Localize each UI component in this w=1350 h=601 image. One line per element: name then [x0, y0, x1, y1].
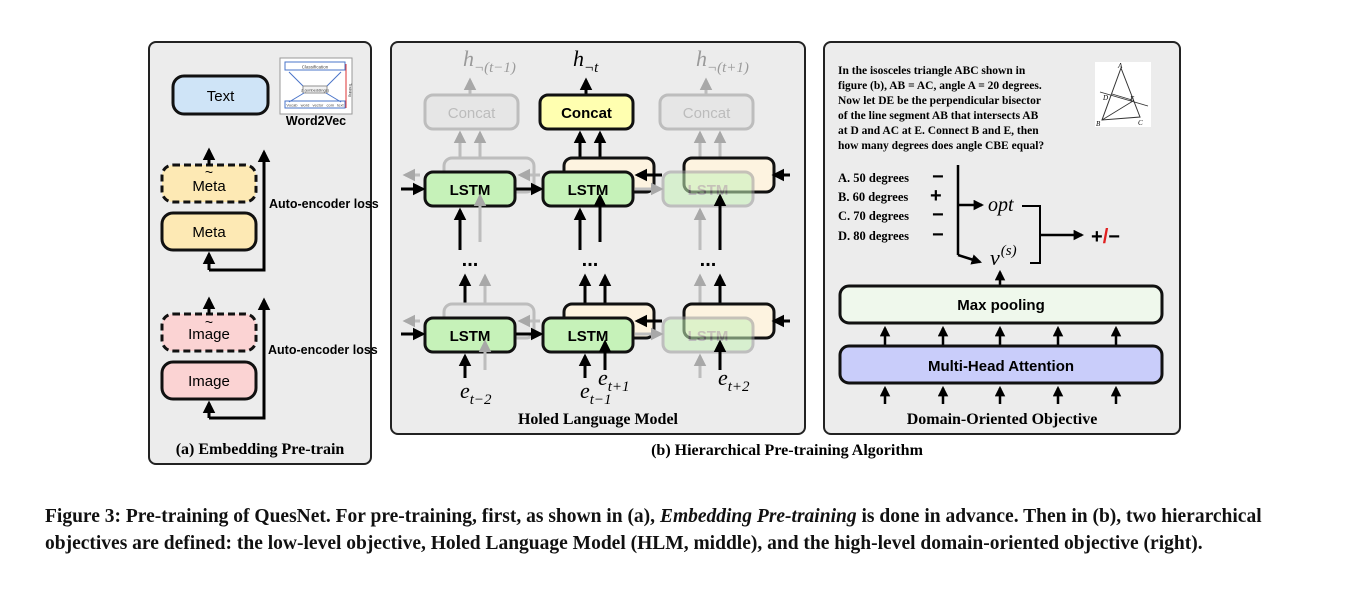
option-d: D. 80 degrees — [838, 229, 909, 243]
concat-left: Concat — [423, 93, 520, 131]
svg-text:Image: Image — [188, 326, 230, 343]
question-text: In the isosceles triangle ABC shown in f… — [838, 65, 1044, 152]
svg-text:of the line segment AB that in: of the line segment AB that intersects A… — [838, 110, 1039, 122]
lstm-top-right: LSTM — [661, 170, 755, 208]
svg-text:Classification: Classification — [302, 65, 329, 70]
option-b: B. 60 degrees — [838, 190, 908, 204]
panel-b-caption: (b) Hierarchical Pre-training Algorithm — [651, 442, 923, 459]
word2vec-thumbnail: Classification Z (embeddings) Vocab word… — [279, 57, 353, 115]
mark-c: − — [932, 204, 944, 226]
triangle-figure: A D E B C — [1095, 62, 1151, 128]
svg-text:Training: Training — [348, 83, 352, 97]
panel-c: In the isosceles triangle ABC shown in f… — [823, 41, 1181, 435]
svg-text:Concat: Concat — [561, 105, 612, 122]
loss-label-1-text: Auto-encoder loss — [269, 197, 379, 211]
svg-text:at D and AC at E. Connect B an: at D and AC at E. Connect B and E, then — [838, 125, 1039, 137]
max-pooling-node: Max pooling — [838, 284, 1164, 325]
caption-part1: Figure 3: Pre-training of QuesNet. For p… — [45, 506, 660, 527]
panel-b: h¬(t−1) h¬t h¬(t+1) Concat Concat Concat — [390, 41, 806, 435]
lstm-bottom-right: LSTM — [661, 316, 755, 354]
caption-emphasis: Embedding Pre-training — [659, 506, 857, 527]
svg-text:how many degrees does angle CB: how many degrees does angle CBE equal? — [838, 140, 1044, 152]
options-list: A. 50 degrees B. 60 degrees C. 70 degree… — [838, 171, 909, 243]
e-label-t+2: et+2 — [718, 365, 750, 395]
svg-text:LSTM: LSTM — [450, 182, 491, 199]
e-label-t-2: et−2 — [460, 378, 492, 408]
panel-a: Text Classification Z (embeddings) Vocab… — [148, 41, 379, 465]
meta-reconstructed-node: Meta ~ — [160, 163, 258, 204]
option-marks: − + − − — [930, 166, 944, 246]
svg-text:LSTM: LSTM — [568, 328, 609, 345]
h-label-left: h¬(t−1) — [463, 46, 516, 76]
loss-label-1: Auto-encoder loss — [269, 197, 379, 211]
meta-node: Meta — [160, 211, 258, 252]
h-label-right: h¬(t+1) — [696, 46, 749, 76]
text-node: Text — [171, 74, 270, 116]
opt-label: opt — [988, 194, 1014, 216]
svg-text:Z (embeddings): Z (embeddings) — [301, 88, 330, 93]
svg-text:B: B — [1096, 120, 1101, 128]
svg-text:LSTM: LSTM — [688, 328, 729, 345]
svg-text:A: A — [1117, 62, 1123, 70]
panel-c-subtitle: Domain-Oriented Objective — [907, 411, 1098, 428]
mark-a: − — [932, 166, 944, 188]
option-a: A. 50 degrees — [838, 171, 909, 185]
svg-text:~: ~ — [205, 314, 213, 330]
svg-text:D: D — [1102, 94, 1108, 102]
figure-caption: Figure 3: Pre-training of QuesNet. For p… — [45, 503, 1315, 557]
svg-text:Concat: Concat — [683, 105, 731, 122]
caption-part2: is done in advance. Then in (b), two hie… — [45, 506, 1262, 554]
mark-b: + — [930, 185, 942, 207]
svg-text:figure (b), AB = AC, angle A =: figure (b), AB = AC, angle A = 20 degree… — [838, 80, 1042, 92]
svg-text:LSTM: LSTM — [568, 182, 609, 199]
e-label-t-1: et−1 — [580, 378, 612, 408]
lstm-top-left: LSTM — [423, 170, 517, 208]
e-label-t+1: et+1 — [598, 365, 630, 395]
dots-right: ... — [700, 249, 717, 271]
dots-center: ... — [582, 249, 599, 271]
v-label: v(s) — [990, 243, 1017, 270]
svg-text:Now let DE be the perpendicula: Now let DE be the perpendicular bisector — [838, 95, 1041, 107]
loss-label-2: Auto-encoder loss — [268, 343, 378, 357]
svg-text:Image: Image — [188, 373, 230, 390]
panel-b-subtitle: Holed Language Model — [518, 411, 679, 428]
svg-text:LSTM: LSTM — [688, 182, 729, 199]
image-reconstructed-node: Image ~ — [160, 312, 258, 353]
option-c: C. 70 degrees — [838, 209, 909, 223]
lstm-top-center: LSTM — [541, 170, 635, 208]
svg-text:Concat: Concat — [448, 105, 496, 122]
lstm-bottom-left: LSTM — [423, 316, 517, 354]
svg-text:~: ~ — [205, 164, 213, 180]
concat-right: Concat — [658, 93, 755, 131]
concat-center: Concat — [538, 93, 635, 131]
panel-a-caption: (a) Embedding Pre-train — [176, 441, 345, 458]
svg-text:Text: Text — [207, 88, 235, 105]
svg-text:C: C — [1138, 119, 1143, 127]
svg-text:Meta: Meta — [192, 224, 226, 241]
h-label-center: h¬t — [573, 46, 599, 76]
svg-text:Multi-Head Attention: Multi-Head Attention — [928, 358, 1074, 375]
result-mark: +/− — [1091, 226, 1120, 248]
svg-text:Meta: Meta — [192, 178, 226, 195]
mark-d: − — [932, 224, 944, 246]
svg-text:E: E — [1129, 95, 1135, 103]
svg-text:In the isosceles triangle ABC: In the isosceles triangle ABC shown in — [838, 65, 1026, 77]
word2vec-label: Word2Vec — [286, 114, 346, 128]
dots-left: ... — [462, 249, 479, 271]
multi-head-attention-node: Multi-Head Attention — [838, 344, 1164, 385]
image-node: Image — [160, 360, 258, 401]
svg-text:Vocab word vec: Vocab word vector com text — [286, 103, 344, 108]
svg-text:Max pooling: Max pooling — [957, 297, 1045, 314]
lstm-bottom-center: LSTM — [541, 316, 635, 354]
